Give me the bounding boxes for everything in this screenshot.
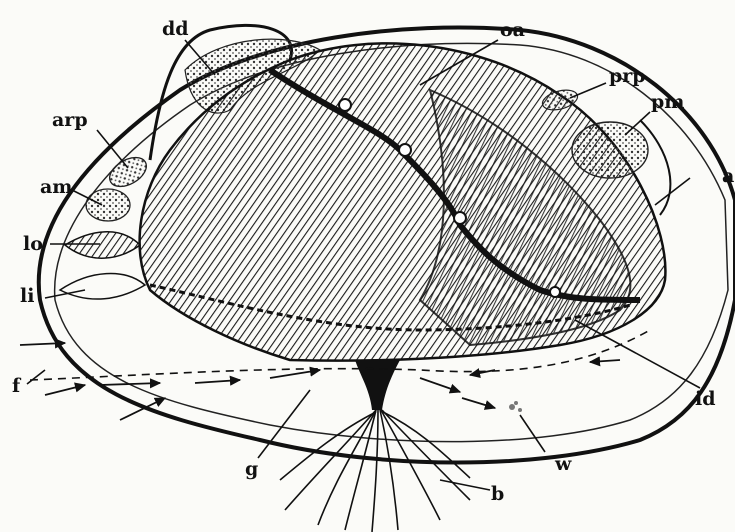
label-prp: prp (609, 65, 646, 87)
label-b: b (491, 483, 504, 505)
pore-marker (550, 287, 560, 297)
label-f: f (12, 375, 22, 397)
label-pm: pm (651, 91, 684, 113)
label-dd: dd (162, 18, 189, 40)
water-particle (518, 408, 522, 412)
water-particle (514, 401, 518, 405)
byssus-threads (280, 410, 470, 532)
label-am: am (40, 176, 72, 198)
pore-marker (399, 144, 411, 156)
label-g: g (245, 458, 258, 480)
outer-labial-palp (65, 232, 140, 258)
posterior-adductor (572, 122, 648, 178)
pore-marker (339, 99, 351, 111)
label-li: li (20, 285, 34, 307)
label-a: a (722, 165, 734, 187)
inner-labial-palp (60, 274, 145, 300)
pore-marker (454, 212, 466, 224)
label-arp: arp (52, 109, 88, 131)
label-oa: oa (500, 19, 525, 41)
label-id: id (695, 388, 716, 410)
byssus-stalk (355, 360, 400, 410)
anterior-retractor-pedal (105, 152, 152, 193)
water-particle (509, 404, 515, 410)
anterior-adductor (86, 189, 130, 221)
label-w: w (554, 453, 572, 475)
label-lo: lo (23, 233, 43, 255)
